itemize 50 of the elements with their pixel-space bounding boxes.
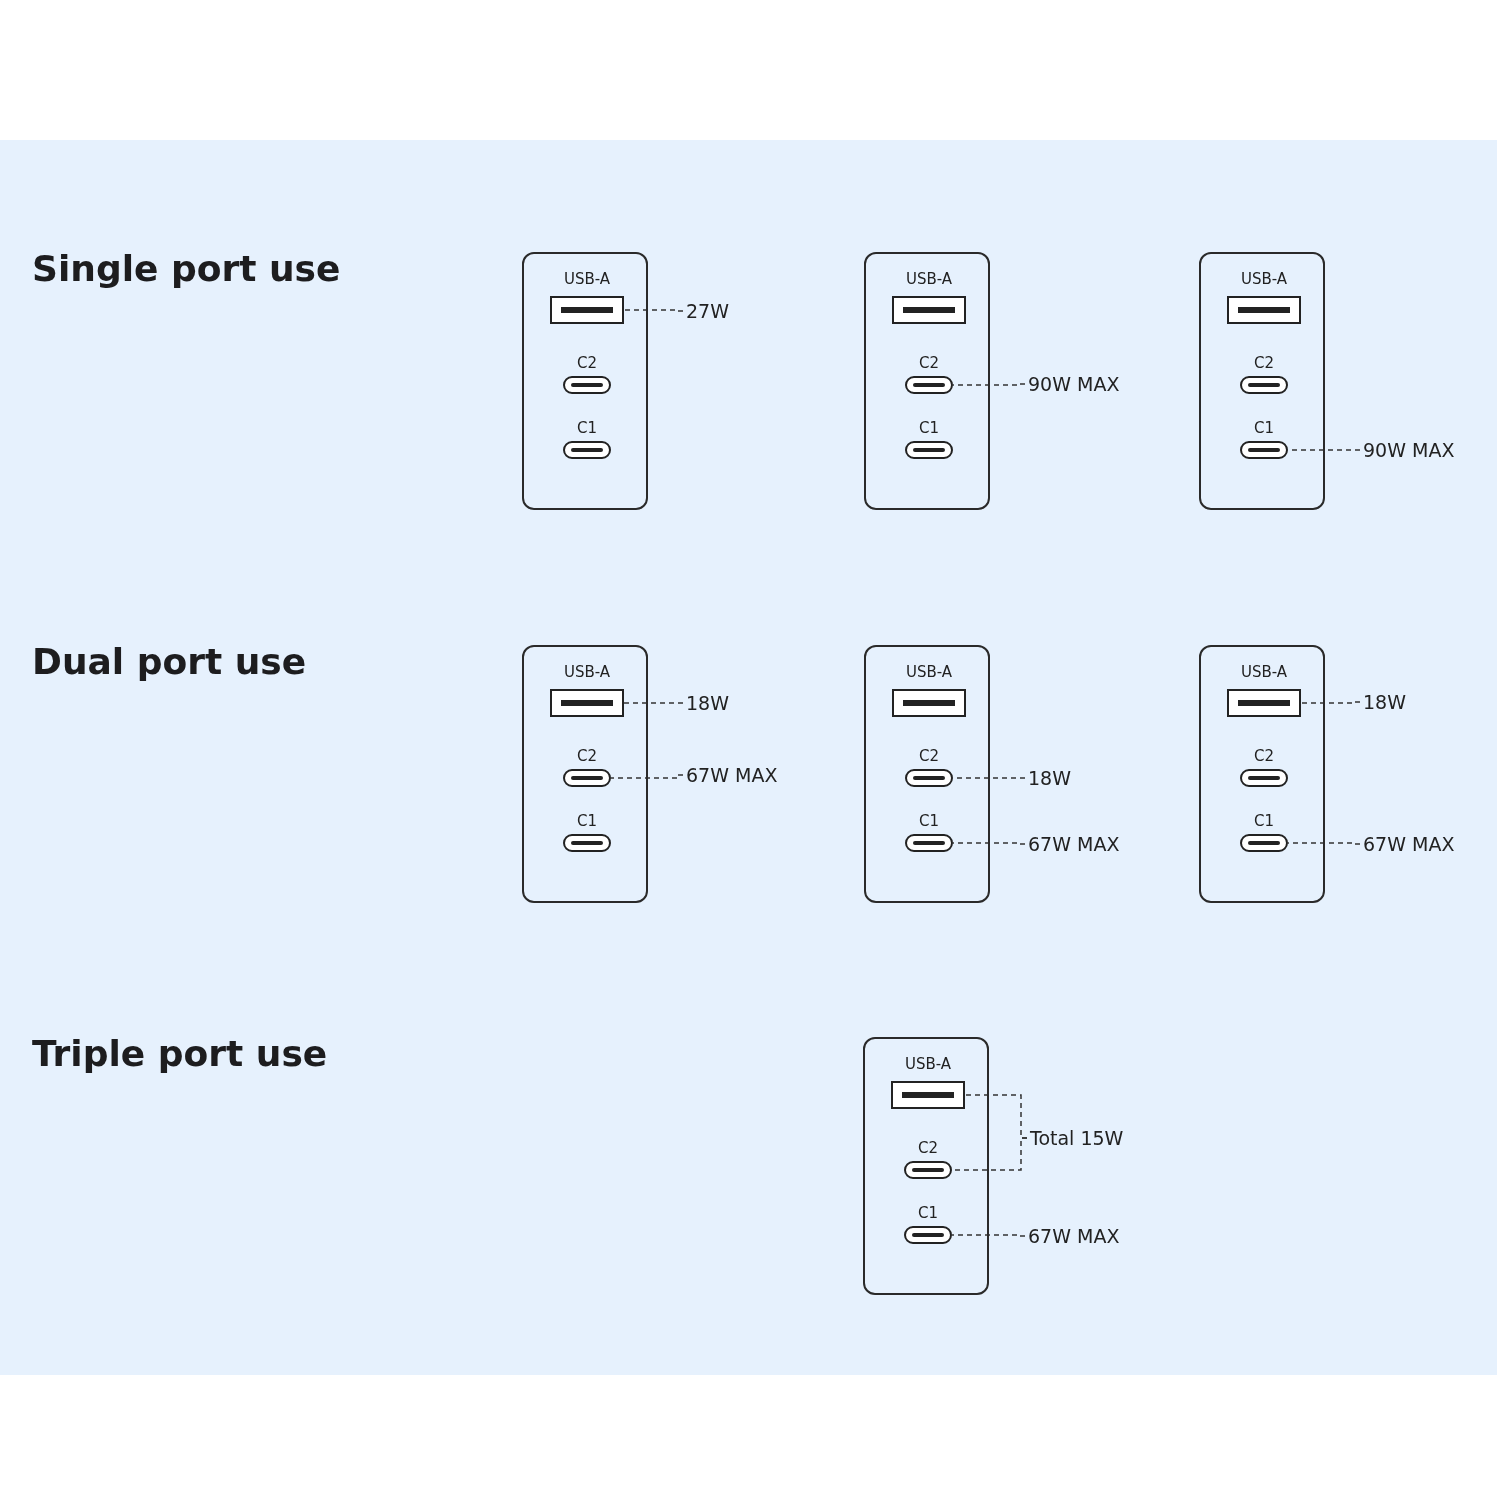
port-label: C2 (919, 747, 939, 765)
power-label: 18W (1028, 766, 1071, 790)
power-label: 18W (686, 691, 729, 715)
port-label: USB-A (563, 663, 611, 681)
power-label: 67W MAX (686, 763, 778, 787)
port-label: C2 (918, 1139, 938, 1157)
port-label: C2 (1254, 354, 1274, 372)
port-label: USB-A (1240, 270, 1288, 288)
port-label: C2 (1254, 747, 1274, 765)
port-label: USB-A (905, 270, 953, 288)
leader-line (1300, 701, 1361, 704)
leader-line (623, 702, 684, 704)
power-label: 18W (1363, 690, 1406, 714)
port-label: C1 (918, 1204, 938, 1222)
port-label: USB-A (905, 663, 953, 681)
port-label: C2 (577, 747, 597, 765)
port-label: C2 (577, 354, 597, 372)
port-label: C1 (1254, 419, 1274, 437)
charger-body (1199, 645, 1325, 903)
port-label: C1 (577, 812, 597, 830)
power-label: Total 15W (1030, 1126, 1124, 1150)
charger-body (864, 645, 990, 903)
port-label: C1 (577, 419, 597, 437)
charger-body (1199, 252, 1325, 510)
port-label: C1 (919, 419, 939, 437)
leader-line (952, 842, 1026, 845)
section-heading: Single port use (32, 248, 341, 289)
power-label: 67W MAX (1028, 1224, 1120, 1248)
leader-line (951, 1234, 1026, 1237)
charger-body (522, 252, 648, 510)
charger-body (522, 645, 648, 903)
port-label: C2 (919, 354, 939, 372)
port-label: USB-A (904, 1055, 952, 1073)
leader-line (952, 383, 1026, 386)
section-heading: Triple port use (32, 1033, 328, 1074)
power-label: 27W (686, 299, 729, 323)
power-label: 90W MAX (1028, 372, 1120, 396)
charger-body (863, 1037, 989, 1295)
section-heading: Dual port use (32, 641, 307, 682)
power-label: 67W MAX (1363, 832, 1455, 856)
power-label: 90W MAX (1363, 438, 1455, 462)
port-label: C1 (1254, 812, 1274, 830)
leader-line (610, 774, 684, 779)
port-label: USB-A (1240, 663, 1288, 681)
port-label: C1 (919, 812, 939, 830)
power-label: 67W MAX (1028, 832, 1120, 856)
charger-body (864, 252, 990, 510)
leader-line (1287, 842, 1361, 845)
leader-line (623, 309, 684, 312)
port-label: USB-A (563, 270, 611, 288)
